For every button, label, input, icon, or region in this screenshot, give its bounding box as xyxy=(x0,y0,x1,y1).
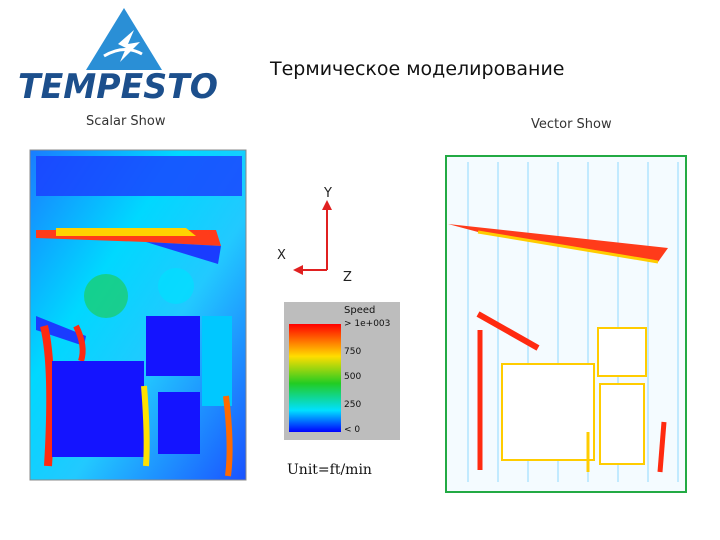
unit-label: Unit=ft/min xyxy=(287,462,372,478)
legend-label: 250 xyxy=(344,400,362,410)
legend-label: 750 xyxy=(344,347,362,357)
tempesto-logo: TEMPESTO xyxy=(14,4,224,107)
axes-indicator: Y X Z xyxy=(275,178,365,288)
axis-z-label: Z xyxy=(343,270,352,285)
legend-label: > 1e+003 xyxy=(344,319,391,329)
legend-label: 500 xyxy=(344,372,362,382)
axis-y-label: Y xyxy=(324,186,332,201)
page-title: Термическое моделирование xyxy=(270,58,565,80)
vector-field-image xyxy=(438,152,694,536)
scalar-show-label: Scalar Show xyxy=(86,114,166,129)
legend-title: Speed xyxy=(344,305,376,316)
vector-show-label: Vector Show xyxy=(531,117,612,132)
scalar-field-image xyxy=(26,146,252,500)
legend-label: < 0 xyxy=(344,425,361,435)
logo-text: TEMPESTO xyxy=(18,67,218,104)
speed-legend: Speed > 1e+003 750 500 250 < 0 xyxy=(284,302,400,440)
axis-x-label: X xyxy=(277,248,286,263)
